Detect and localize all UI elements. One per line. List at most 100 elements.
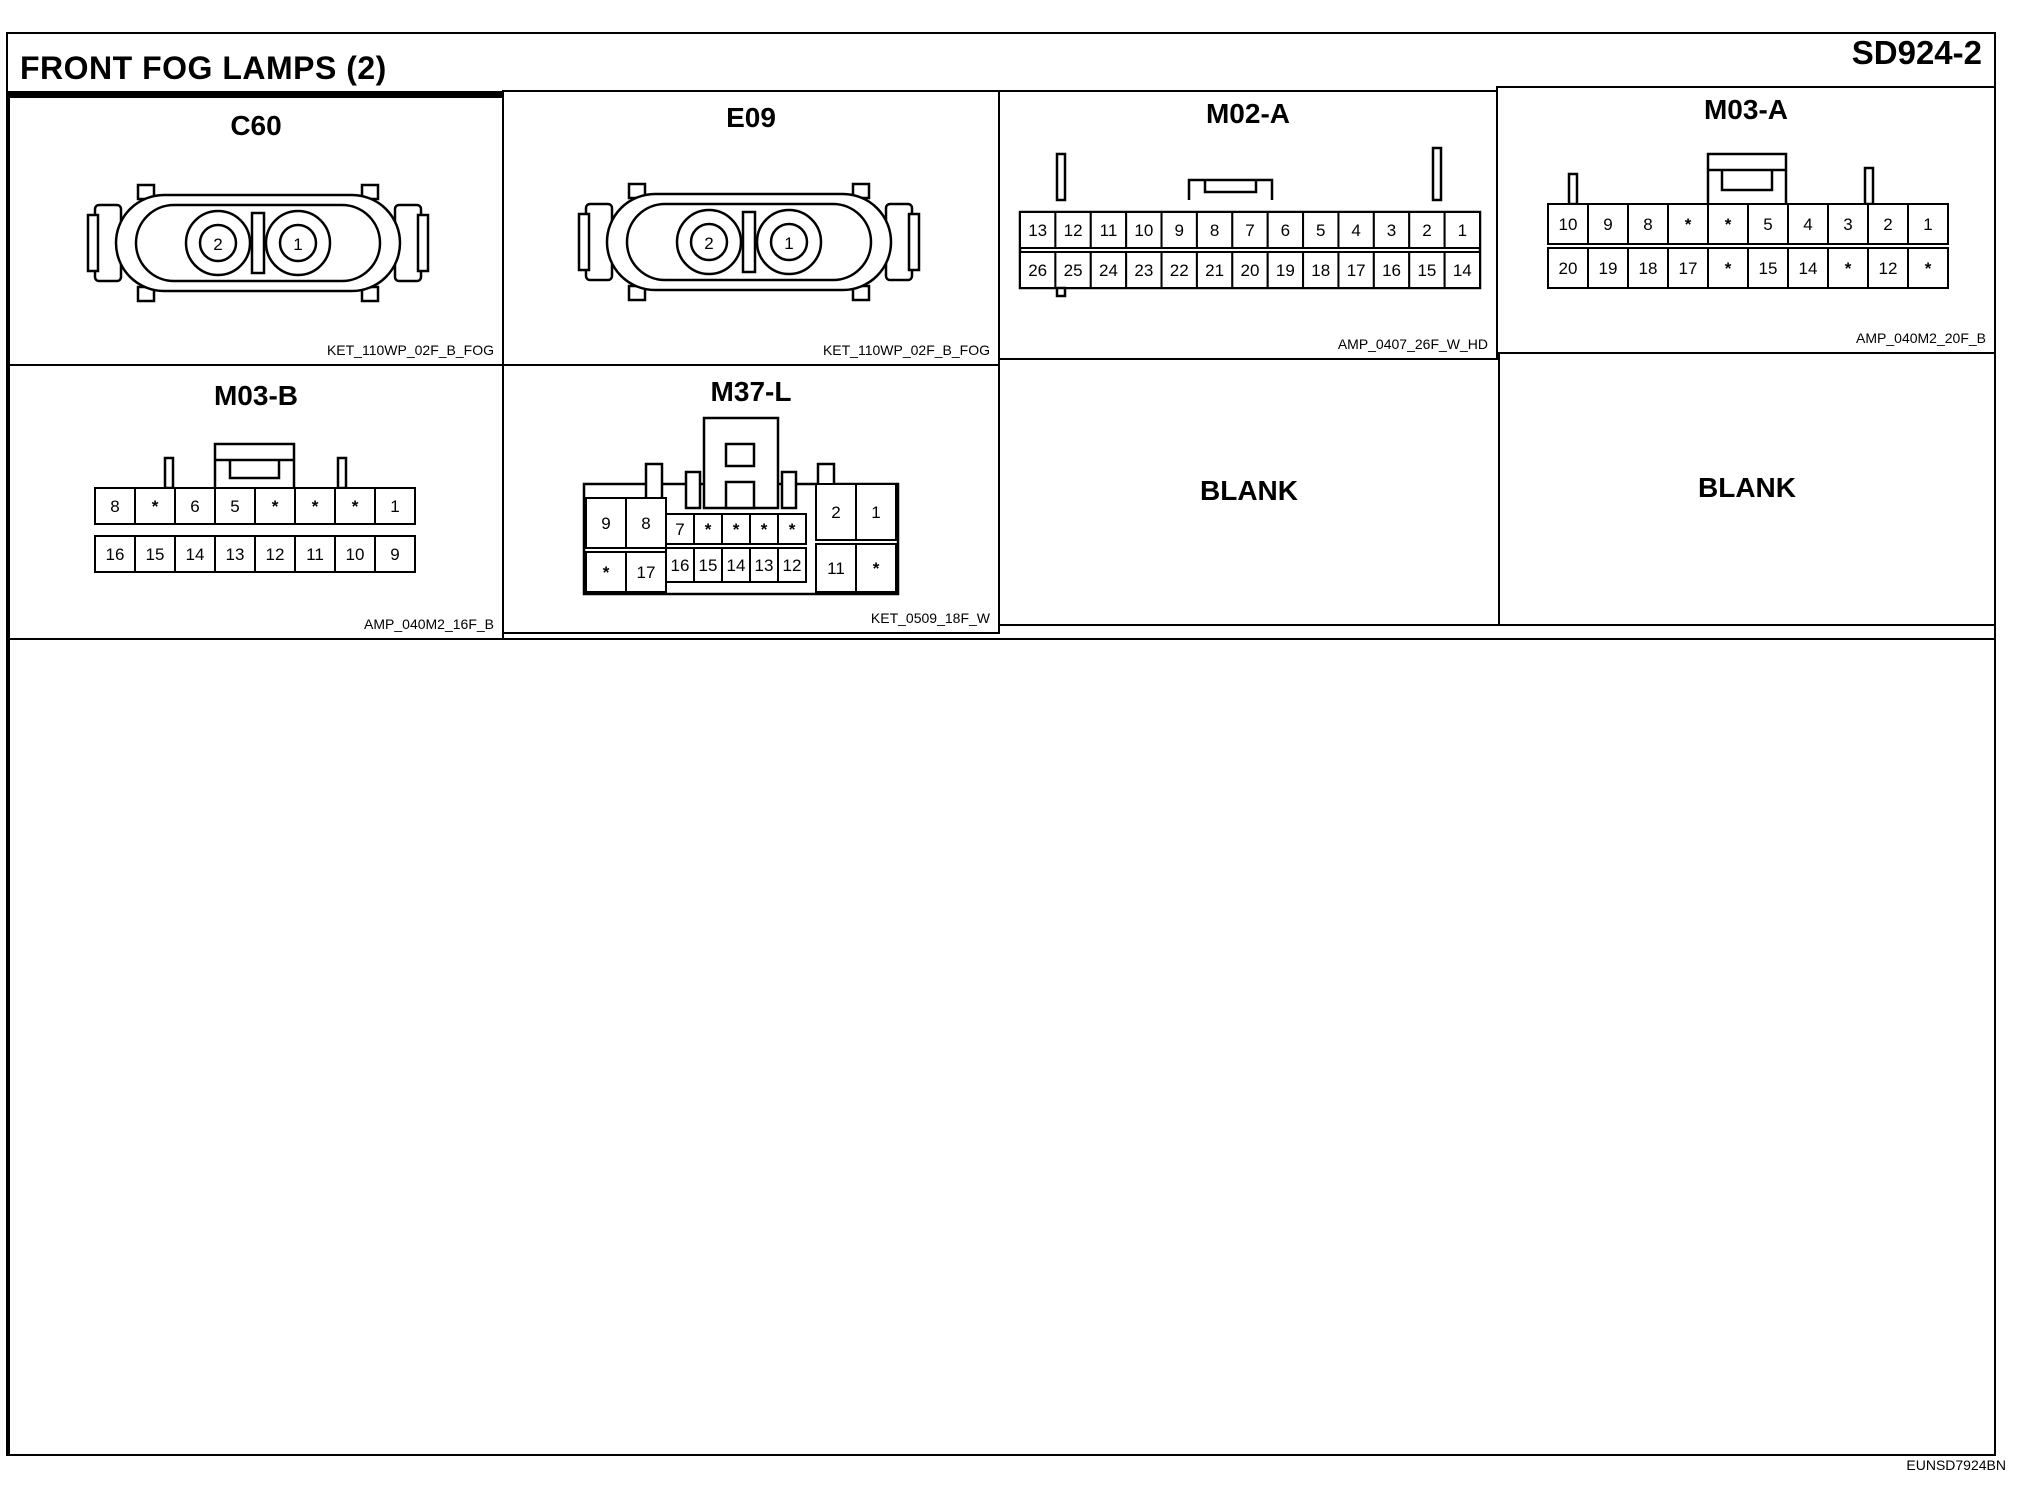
pin-number: 13 bbox=[755, 556, 774, 575]
pin-cavity bbox=[1089, 211, 1128, 249]
pin-cavity bbox=[777, 547, 807, 583]
pin-number: 5 bbox=[230, 497, 239, 516]
pin-number: 9 bbox=[1603, 215, 1612, 234]
pin-number: * bbox=[272, 497, 279, 516]
pin-number: 7 bbox=[1245, 221, 1254, 240]
connector-part-number: KET_110WP_02F_B_FOG bbox=[326, 342, 494, 358]
pin-cavity bbox=[777, 513, 807, 545]
guide-post bbox=[1431, 146, 1443, 202]
pin-number: * bbox=[705, 520, 712, 539]
pin-cavity bbox=[1054, 251, 1092, 289]
blank-cell-2: BLANK bbox=[1498, 352, 1996, 626]
pin-cavity bbox=[1019, 211, 1057, 249]
blank-label: BLANK bbox=[1200, 475, 1298, 506]
pin-number: 3 bbox=[1387, 221, 1396, 240]
pin-cavity bbox=[625, 497, 667, 549]
pin-cavity bbox=[214, 487, 256, 525]
pin-cavity bbox=[721, 547, 751, 583]
pin-number: 1 bbox=[1923, 215, 1932, 234]
pin-cavity bbox=[1747, 247, 1789, 289]
pin-number: 15 bbox=[146, 545, 165, 564]
pin-cavity bbox=[294, 535, 336, 573]
pin-number: 24 bbox=[1099, 261, 1118, 280]
pin-number: 6 bbox=[1281, 221, 1290, 240]
pin-number: 17 bbox=[1347, 261, 1366, 280]
pin-cavity bbox=[1627, 203, 1669, 245]
pin-number: 12 bbox=[266, 545, 285, 564]
pin-number: * bbox=[761, 520, 768, 539]
pin-cavity bbox=[585, 497, 627, 549]
pin-number: 8 bbox=[110, 497, 119, 516]
pin-cavity bbox=[214, 535, 256, 573]
pin-number: 10 bbox=[1559, 215, 1578, 234]
blank-label: BLANK bbox=[1698, 472, 1796, 503]
pin-number: 12 bbox=[783, 556, 802, 575]
pin-cavity bbox=[721, 513, 751, 545]
pin-cavity bbox=[198, 223, 238, 263]
pin-cavity bbox=[1372, 211, 1411, 249]
pin-number: 5 bbox=[1763, 215, 1772, 234]
pin-number: 11 bbox=[306, 545, 324, 564]
pin-cavity bbox=[1195, 251, 1234, 289]
pin-cavity bbox=[665, 547, 695, 583]
pin-number: 14 bbox=[1453, 261, 1472, 280]
pin-cavity bbox=[769, 222, 809, 262]
pin-number: 2 bbox=[1883, 215, 1892, 234]
pin-cavity bbox=[749, 547, 779, 583]
side-latch-tab bbox=[907, 212, 921, 272]
pin-number: 10 bbox=[346, 545, 365, 564]
pin-number: 19 bbox=[1599, 259, 1618, 278]
pin-number: 15 bbox=[1759, 259, 1778, 278]
lock-tab bbox=[724, 442, 756, 468]
pin-number: 8 bbox=[641, 514, 650, 533]
side-latch-tab bbox=[577, 212, 591, 272]
pin-number: 5 bbox=[1316, 221, 1325, 240]
pin-number: * bbox=[603, 563, 610, 582]
pin-cavity bbox=[1160, 211, 1198, 249]
pin-cavity bbox=[1408, 251, 1446, 289]
pin-cavity bbox=[278, 223, 318, 263]
pin-number: 18 bbox=[1311, 261, 1330, 280]
pin-cavity bbox=[625, 551, 667, 593]
pin-number: 25 bbox=[1064, 261, 1083, 280]
pin-cavity bbox=[1302, 211, 1340, 249]
pin-number: 19 bbox=[1276, 261, 1295, 280]
pin-cavity bbox=[1907, 247, 1949, 289]
pin-number: * bbox=[1925, 259, 1932, 278]
pin-cavity bbox=[1160, 251, 1198, 289]
pin-cavity bbox=[1195, 211, 1234, 249]
pin-number: 20 bbox=[1241, 261, 1260, 280]
connector-name: M03-B bbox=[213, 380, 298, 411]
pin-number: * bbox=[873, 559, 880, 578]
pin-number: * bbox=[789, 520, 796, 539]
guide-post bbox=[1863, 166, 1875, 206]
pin-cavity bbox=[855, 483, 897, 541]
connector-name: C60 bbox=[230, 110, 282, 141]
connector-cell-e09: E09 2 1 KET_110WP_02F_B_FOG bbox=[502, 90, 1000, 366]
pin-cavity bbox=[1054, 211, 1092, 249]
pin-cavity bbox=[1408, 211, 1446, 249]
connector-name: E09 bbox=[726, 102, 776, 133]
connector-part-number: KET_110WP_02F_B_FOG bbox=[822, 342, 990, 358]
pin-cavity bbox=[1787, 203, 1829, 245]
pin-cavity bbox=[334, 535, 376, 573]
pin-number: 1 bbox=[1458, 221, 1467, 240]
pin-number: 14 bbox=[186, 545, 205, 564]
pin-number: 17 bbox=[1679, 259, 1698, 278]
pin-number: 4 bbox=[1351, 221, 1360, 240]
pin-number: 1 bbox=[784, 234, 793, 253]
lock-rib bbox=[780, 470, 798, 510]
pin-divider bbox=[741, 210, 757, 274]
pin-number: 16 bbox=[106, 545, 125, 564]
pin-number: 16 bbox=[671, 556, 690, 575]
connector-name: M02-A bbox=[1205, 98, 1290, 129]
pin-number: 2 bbox=[1422, 221, 1431, 240]
pin-number: 2 bbox=[704, 234, 713, 253]
